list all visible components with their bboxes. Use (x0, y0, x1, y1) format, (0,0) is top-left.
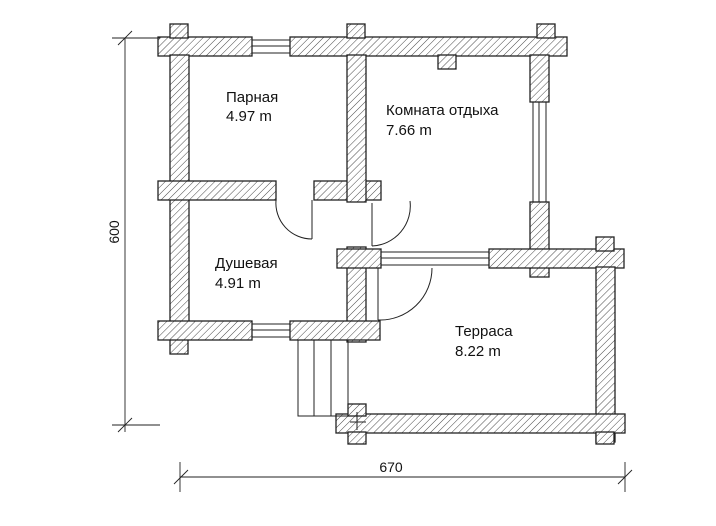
steps (297, 339, 366, 430)
room-area-rest: 7.66 m (386, 122, 432, 139)
dimension-vertical (112, 30, 160, 433)
wall-right-upper (529, 54, 550, 103)
log-end (437, 54, 457, 70)
wall-left-upper (169, 54, 190, 184)
room-name-steam: Парная (226, 89, 278, 106)
windows (251, 39, 547, 338)
walls (157, 23, 626, 445)
log-end (536, 23, 556, 39)
door-swing (377, 267, 433, 321)
log-end (347, 431, 367, 445)
door-swing (275, 199, 313, 240)
log-end (595, 236, 615, 252)
steps-outline (297, 339, 349, 417)
dimension-height-label: 600 (106, 220, 122, 244)
wall-inner-upper (346, 54, 367, 203)
door-swing (371, 200, 411, 247)
dimension-horizontal (173, 462, 633, 492)
wall-bottom-left (157, 320, 253, 341)
wall-left-lower (169, 198, 190, 325)
wall-terrace-bottom (335, 413, 626, 434)
wall-terrace-top (488, 248, 625, 269)
room-name-rest: Комната отдыха (386, 102, 499, 119)
wall-top-right (289, 36, 568, 57)
room-name-terrace: Терраса (455, 323, 513, 340)
room-area-terrace: 8.22 m (455, 343, 501, 360)
dimension-width-label: 670 (379, 459, 403, 475)
log-end (169, 23, 189, 39)
wall-mid-left (157, 180, 277, 201)
room-name-shower: Душевая (215, 255, 278, 272)
wall-inner-post (336, 248, 382, 269)
room-area-shower: 4.91 m (215, 275, 261, 292)
wall-top-left (157, 36, 253, 57)
room-area-steam: 4.97 m (226, 108, 272, 125)
log-end (346, 23, 366, 39)
log-end (595, 431, 615, 445)
wall-inner-lower (346, 246, 367, 343)
doors (275, 199, 433, 321)
wall-bottom-mid (289, 320, 381, 341)
